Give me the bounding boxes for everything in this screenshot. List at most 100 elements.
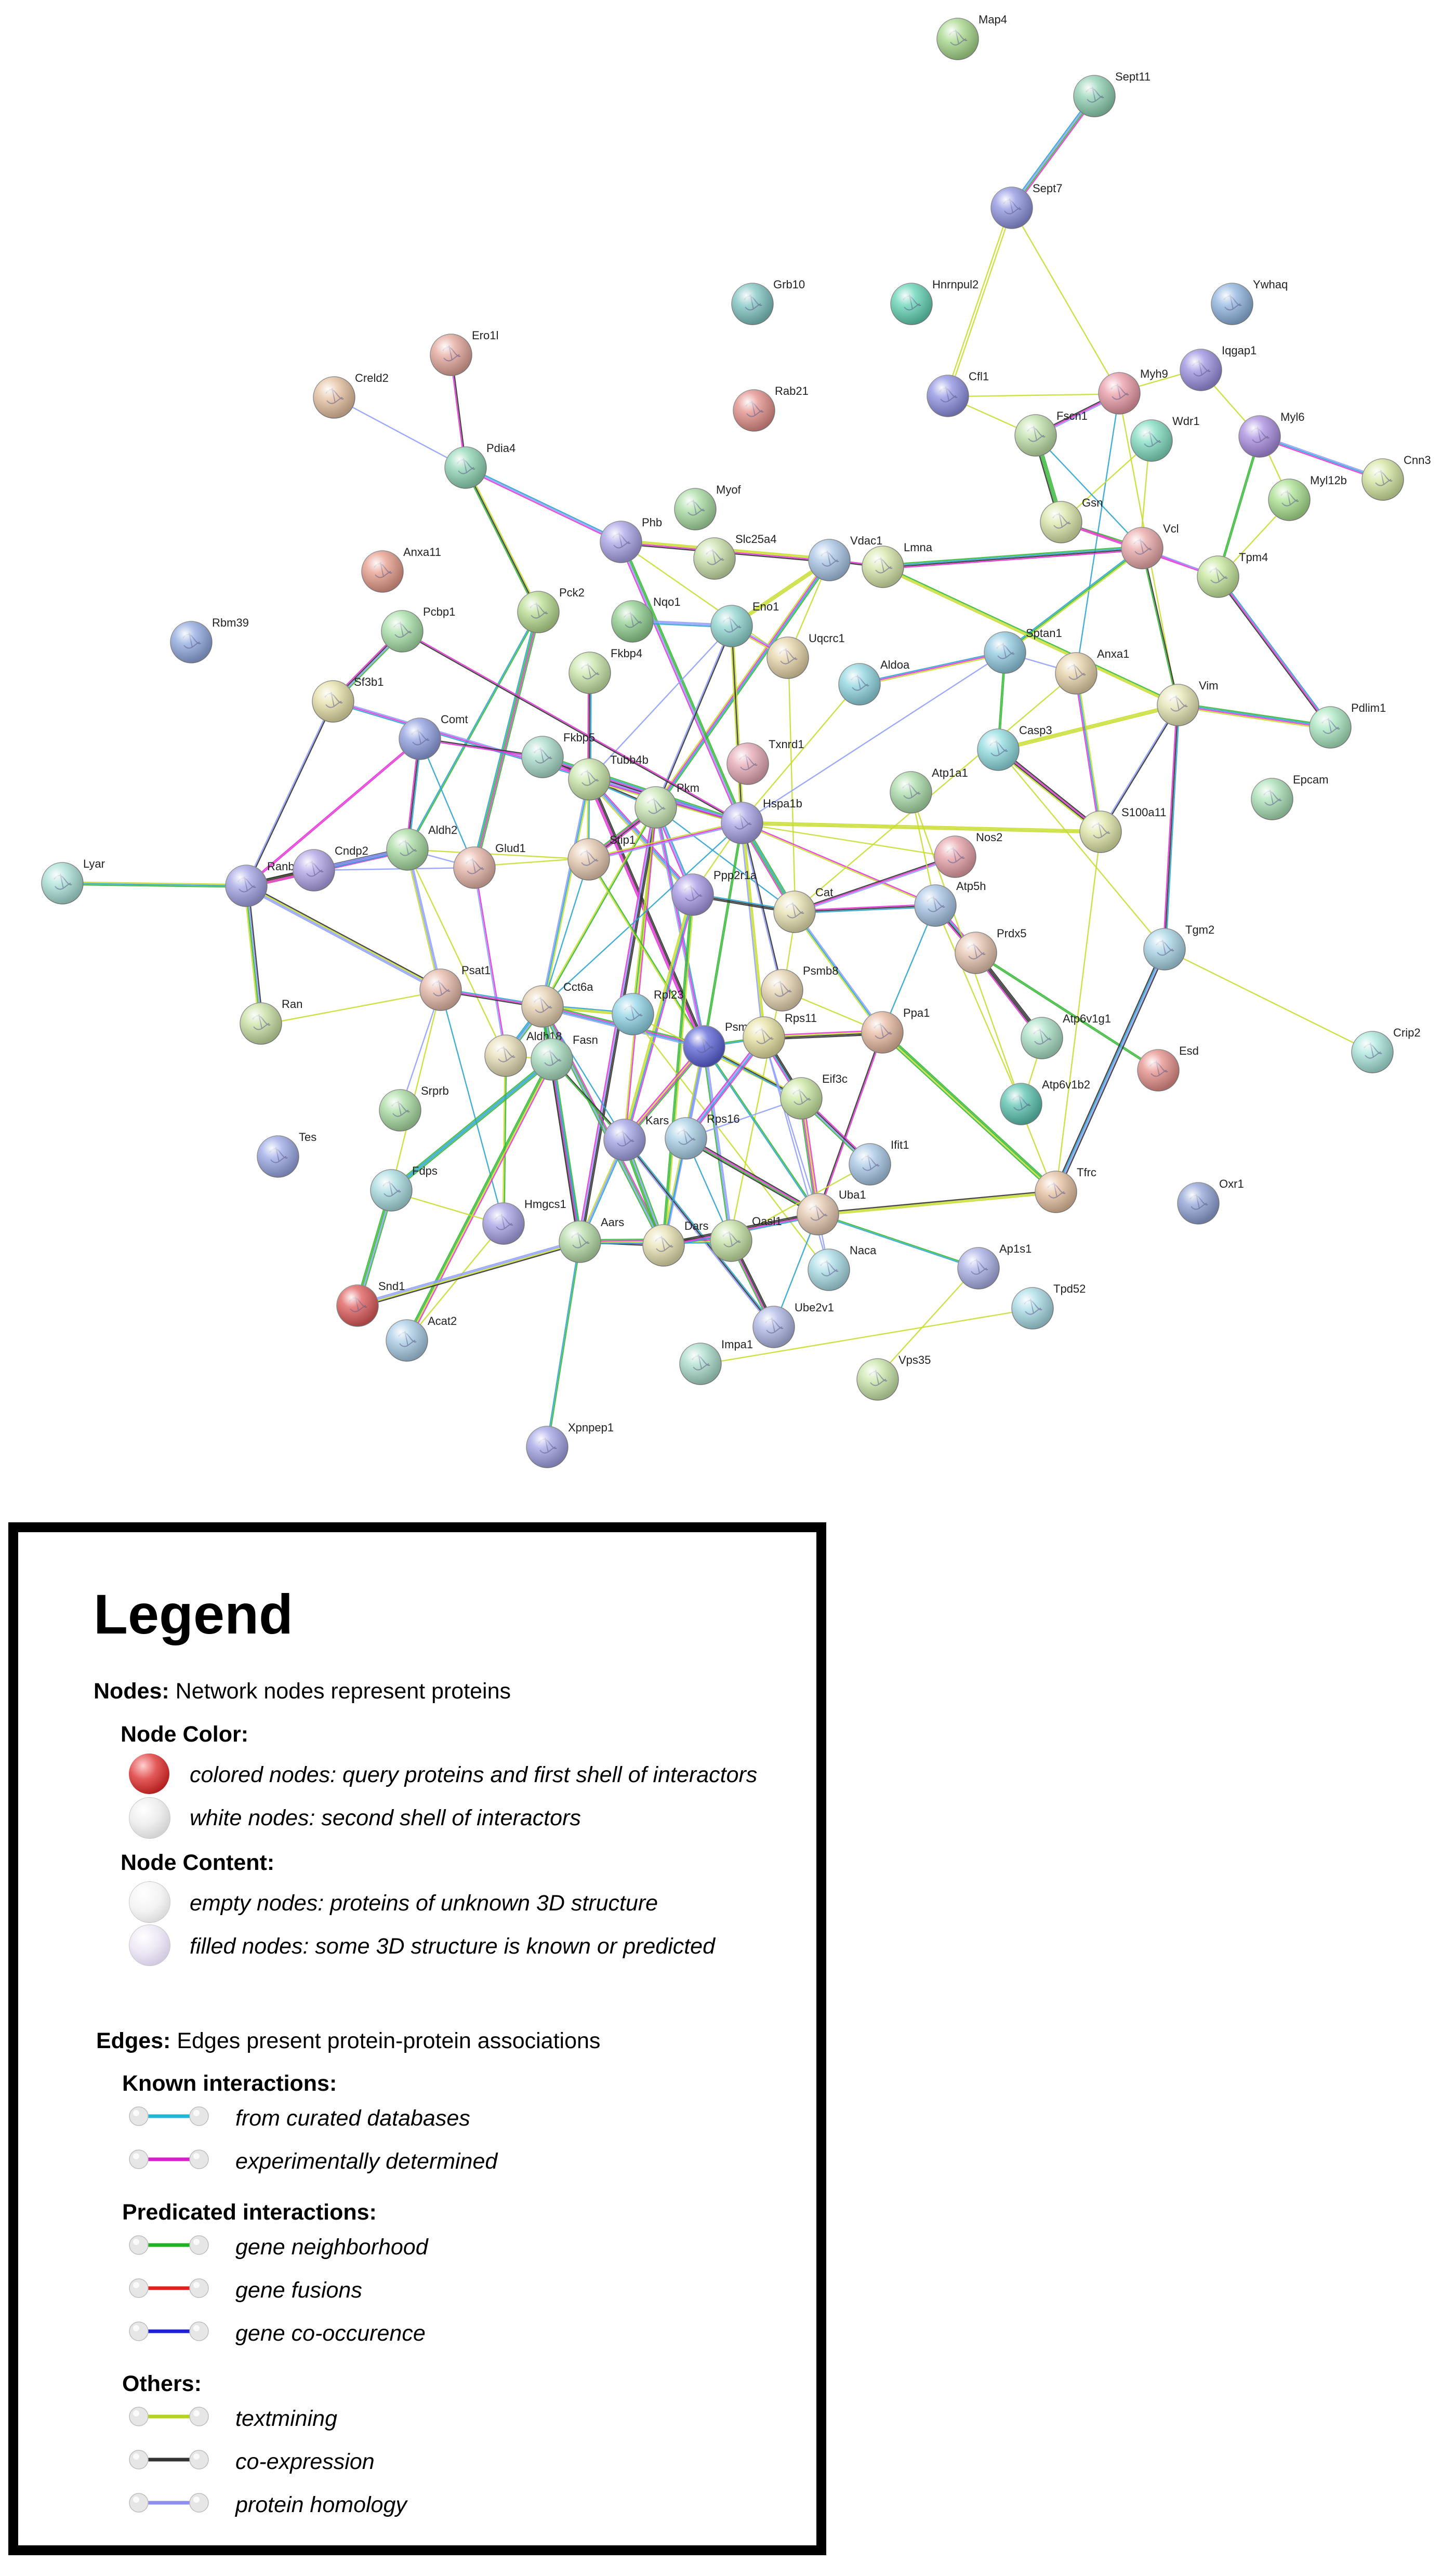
node-rps16[interactable]: Rps16 — [665, 1112, 740, 1160]
node-acat2[interactable]: Acat2 — [386, 1314, 457, 1362]
node-tgm2[interactable]: Tgm2 — [1143, 923, 1214, 971]
node-nos2[interactable]: Nos2 — [934, 831, 1002, 878]
node-ap1s1[interactable]: Ap1s1 — [957, 1242, 1032, 1290]
node-lmna[interactable]: Lmna — [862, 541, 933, 588]
node-casp3[interactable]: Casp3 — [977, 724, 1052, 771]
node-anxa1[interactable]: Anxa1 — [1055, 647, 1129, 695]
node-tes[interactable]: Tes — [257, 1131, 316, 1178]
node-fdps[interactable]: Fdps — [370, 1164, 438, 1212]
node-glud1[interactable]: Glud1 — [453, 842, 526, 889]
node-iqgap1[interactable]: Iqgap1 — [1180, 344, 1257, 391]
node-dars[interactable]: Dars — [642, 1219, 708, 1267]
node-s100a11[interactable]: S100a11 — [1079, 806, 1166, 853]
node-ero1l[interactable]: Ero1l — [430, 329, 498, 376]
node-ywhaq[interactable]: Ywhaq — [1211, 278, 1288, 325]
node-vps35[interactable]: Vps35 — [856, 1353, 931, 1401]
node-uqcrc1[interactable]: Uqcrc1 — [766, 632, 845, 679]
node-sf3b1[interactable]: Sf3b1 — [312, 675, 384, 723]
node-ranbp1[interactable]: Ranbp1 — [225, 860, 307, 907]
node-cct6a[interactable]: Cct6a — [521, 980, 593, 1028]
node-phb[interactable]: Phb — [600, 516, 662, 563]
node-srprb[interactable]: Srprb — [379, 1084, 449, 1132]
node-myl6[interactable]: Myl6 — [1238, 410, 1304, 458]
node-uba1[interactable]: Uba1 — [797, 1188, 866, 1236]
node-map4[interactable]: Map4 — [936, 13, 1007, 60]
node-snd1[interactable]: Snd1 — [336, 1280, 405, 1327]
node-fkbp4[interactable]: Fkbp4 — [569, 647, 642, 694]
node-txnrd1[interactable]: Txnrd1 — [726, 738, 804, 785]
node-atp6v1g1[interactable]: Atp6v1g1 — [1021, 1012, 1111, 1059]
node-fasn[interactable]: Fasn — [531, 1033, 598, 1081]
node-aldoa[interactable]: Aldoa — [838, 658, 910, 706]
node-pdlim1[interactable]: Pdlim1 — [1309, 701, 1386, 749]
node-wdr1[interactable]: Wdr1 — [1130, 415, 1200, 462]
node-cnn3[interactable]: Cnn3 — [1361, 454, 1431, 501]
node-vcl[interactable]: Vcl — [1121, 522, 1179, 569]
node-nqo1[interactable]: Nqo1 — [611, 595, 681, 643]
node-epcam[interactable]: Epcam — [1251, 773, 1328, 820]
node-atp1a1[interactable]: Atp1a1 — [890, 766, 968, 814]
node-aars[interactable]: Aars — [559, 1216, 624, 1263]
node-hnrnpul2[interactable]: Hnrnpul2 — [890, 278, 979, 325]
node-rpl23[interactable]: Rpl23 — [612, 988, 683, 1035]
node-cfl1[interactable]: Cfl1 — [927, 370, 989, 417]
node-cndp2[interactable]: Cndp2 — [293, 844, 368, 892]
node-xpnpep1[interactable]: Xpnpep1 — [526, 1421, 614, 1468]
node-rbm39[interactable]: Rbm39 — [170, 616, 249, 663]
node-sept7[interactable]: Sept7 — [990, 182, 1063, 229]
node-atp5h[interactable]: Atp5h — [914, 880, 986, 927]
node-gsn[interactable]: Gsn — [1040, 496, 1103, 543]
node-psmd2[interactable]: Psmd2 — [683, 1020, 760, 1068]
node-aldh2[interactable]: Aldh2 — [386, 824, 457, 871]
node-lyar[interactable]: Lyar — [41, 857, 105, 905]
node-tubb4b[interactable]: Tubb4b — [568, 753, 649, 801]
node-fkbp5[interactable]: Fkbp5 — [521, 731, 595, 778]
node-hmgcs1[interactable]: Hmgcs1 — [482, 1198, 566, 1245]
node-ifit1[interactable]: Ifit1 — [849, 1138, 909, 1186]
node-pkm[interactable]: Pkm — [634, 781, 699, 829]
node-pck2[interactable]: Pck2 — [517, 586, 585, 633]
node-anxa11[interactable]: Anxa11 — [361, 546, 441, 593]
node-label: Gsn — [1082, 496, 1103, 509]
node-vim[interactable]: Vim — [1157, 679, 1219, 726]
node-ppa1[interactable]: Ppa1 — [861, 1006, 930, 1054]
node-tpm4[interactable]: Tpm4 — [1197, 551, 1268, 598]
node-myh9[interactable]: Myh9 — [1098, 367, 1168, 415]
node-stip1[interactable]: Stip1 — [567, 833, 636, 881]
node-rab21[interactable]: Rab21 — [733, 384, 809, 432]
node-crip2[interactable]: Crip2 — [1351, 1026, 1421, 1073]
node-vdac1[interactable]: Vdac1 — [808, 534, 882, 581]
node-cat[interactable]: Cat — [773, 886, 833, 933]
node-oxr1[interactable]: Oxr1 — [1177, 1177, 1244, 1225]
node-ube2v1[interactable]: Ube2v1 — [752, 1301, 834, 1348]
node-pdia4[interactable]: Pdia4 — [444, 442, 515, 489]
node-pcbp1[interactable]: Pcbp1 — [381, 605, 455, 653]
node-comt[interactable]: Comt — [399, 713, 468, 760]
node-slc25a4[interactable]: Slc25a4 — [693, 533, 777, 580]
node-myof[interactable]: Myof — [674, 483, 742, 530]
node-eno1[interactable]: Eno1 — [710, 600, 779, 647]
node-eif3c[interactable]: Eif3c — [780, 1072, 848, 1120]
node-rps11[interactable]: Rps11 — [743, 1012, 817, 1059]
node-tpd52[interactable]: Tpd52 — [1011, 1282, 1086, 1330]
node-kars[interactable]: Kars — [603, 1114, 669, 1161]
node-ran[interactable]: Ran — [240, 998, 302, 1045]
node-creld2[interactable]: Creld2 — [313, 371, 389, 419]
node-esd[interactable]: Esd — [1137, 1044, 1199, 1092]
node-grb10[interactable]: Grb10 — [731, 278, 805, 325]
node-impa1[interactable]: Impa1 — [679, 1338, 753, 1385]
node-oasl1[interactable]: Oasl1 — [710, 1215, 782, 1262]
node-atp6v1b2[interactable]: Atp6v1b2 — [1000, 1078, 1090, 1125]
node-ppp2r1a[interactable]: Ppp2r1a — [671, 869, 757, 916]
node-naca[interactable]: Naca — [808, 1244, 877, 1291]
node-psmb8[interactable]: Psmb8 — [761, 964, 838, 1012]
node-tfrc[interactable]: Tfrc — [1035, 1166, 1096, 1213]
node-sept11[interactable]: Sept11 — [1073, 70, 1151, 117]
node-myl12b[interactable]: Myl12b — [1268, 474, 1347, 521]
node-psat1[interactable]: Psat1 — [419, 964, 491, 1011]
node-hspa1b[interactable]: Hspa1b — [721, 797, 802, 844]
node-sptan1[interactable]: Sptan1 — [984, 627, 1062, 674]
node-prdx5[interactable]: Prdx5 — [955, 927, 1026, 974]
node-aldh18[interactable]: Aldh18 — [484, 1030, 562, 1077]
node-fscn1[interactable]: Fscn1 — [1014, 409, 1088, 457]
